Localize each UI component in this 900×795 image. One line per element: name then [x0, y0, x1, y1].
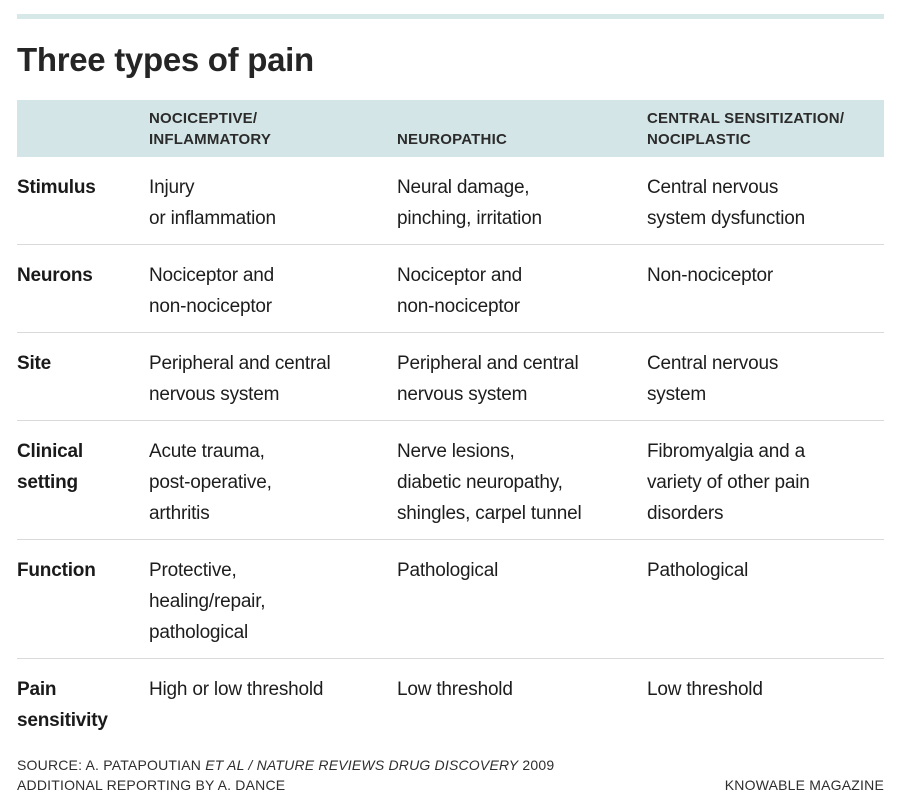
table-cell: Pathological [647, 560, 749, 581]
table-cell: Neural damage, pinching, irritation [397, 177, 542, 229]
footer: SOURCE: A. PATAPOUTIAN ET AL / NATURE RE… [17, 755, 884, 795]
source-credits: SOURCE: A. PATAPOUTIAN ET AL / NATURE RE… [17, 755, 554, 795]
source-year: 2009 [518, 757, 555, 773]
table-cell: Acute trauma, post-operative, arthritis [149, 441, 272, 524]
pain-types-table: NOCICEPTIVE/ INFLAMMATORY NEUROPATHIC CE… [17, 100, 884, 749]
additional-reporting-line: ADDITIONAL REPORTING BY A. DANCE [17, 777, 286, 793]
header-empty-cell [17, 142, 149, 157]
table-row-stimulus: Stimulus Injury or inflammation Neural d… [17, 157, 884, 245]
table-cell: Peripheral and central nervous system [397, 353, 579, 405]
source-line: SOURCE: A. PATAPOUTIAN ET AL / NATURE RE… [17, 755, 554, 775]
source-prefix: SOURCE: A. PATAPOUTIAN [17, 757, 206, 773]
table-header-row: NOCICEPTIVE/ INFLAMMATORY NEUROPATHIC CE… [17, 100, 884, 157]
column-header-neuropathic: NEUROPATHIC [397, 131, 507, 148]
row-label: Stimulus [17, 177, 96, 198]
table-row-clinical-setting: Clinical setting Acute trauma, post-oper… [17, 421, 884, 540]
source-citation: ET AL / NATURE REVIEWS DRUG DISCOVERY [205, 757, 519, 773]
table-cell: Peripheral and central nervous system [149, 353, 331, 405]
table-row-function: Function Protective, healing/repair, pat… [17, 540, 884, 659]
table-cell: Central nervous system dysfunction [647, 177, 805, 229]
table-cell: Protective, healing/repair, pathological [149, 560, 266, 643]
row-label: Clinical setting [17, 441, 83, 493]
table-cell: Fibromyalgia and a variety of other pain… [647, 441, 810, 524]
column-header-nociceptive: NOCICEPTIVE/ INFLAMMATORY [149, 110, 272, 148]
table-cell: Non-nociceptor [647, 265, 774, 286]
table-cell: Central nervous system [647, 353, 779, 405]
table-cell: Injury or inflammation [149, 177, 276, 229]
table-cell: Low threshold [397, 679, 513, 700]
row-label: Site [17, 353, 52, 374]
top-accent-bar [17, 14, 884, 19]
knowable-magazine-credit: KNOWABLE MAGAZINE [724, 777, 884, 793]
table-cell: High or low threshold [149, 679, 324, 700]
row-label: Function [17, 560, 96, 581]
table-cell: Nociceptor and non-nociceptor [149, 265, 274, 317]
table-cell: Pathological [397, 560, 499, 581]
table-cell: Nociceptor and non-nociceptor [397, 265, 522, 317]
table-cell: Low threshold [647, 679, 763, 700]
column-header-central-sensitization: CENTRAL SENSITIZATION/ NOCIPLASTIC [647, 110, 845, 148]
page-title: Three types of pain [17, 41, 314, 78]
row-label: Neurons [17, 265, 93, 286]
infographic-page: Three types of pain NOCICEPTIVE/ INFLAMM… [0, 14, 900, 793]
table-row-site: Site Peripheral and central nervous syst… [17, 333, 884, 421]
table-cell: Nerve lesions, diabetic neuropathy, shin… [397, 441, 582, 524]
table-row-pain-sensitivity: Pain sensitivity High or low threshold L… [17, 659, 884, 749]
table-row-neurons: Neurons Nociceptor and non-nociceptor No… [17, 245, 884, 333]
row-label: Pain sensitivity [17, 679, 108, 731]
